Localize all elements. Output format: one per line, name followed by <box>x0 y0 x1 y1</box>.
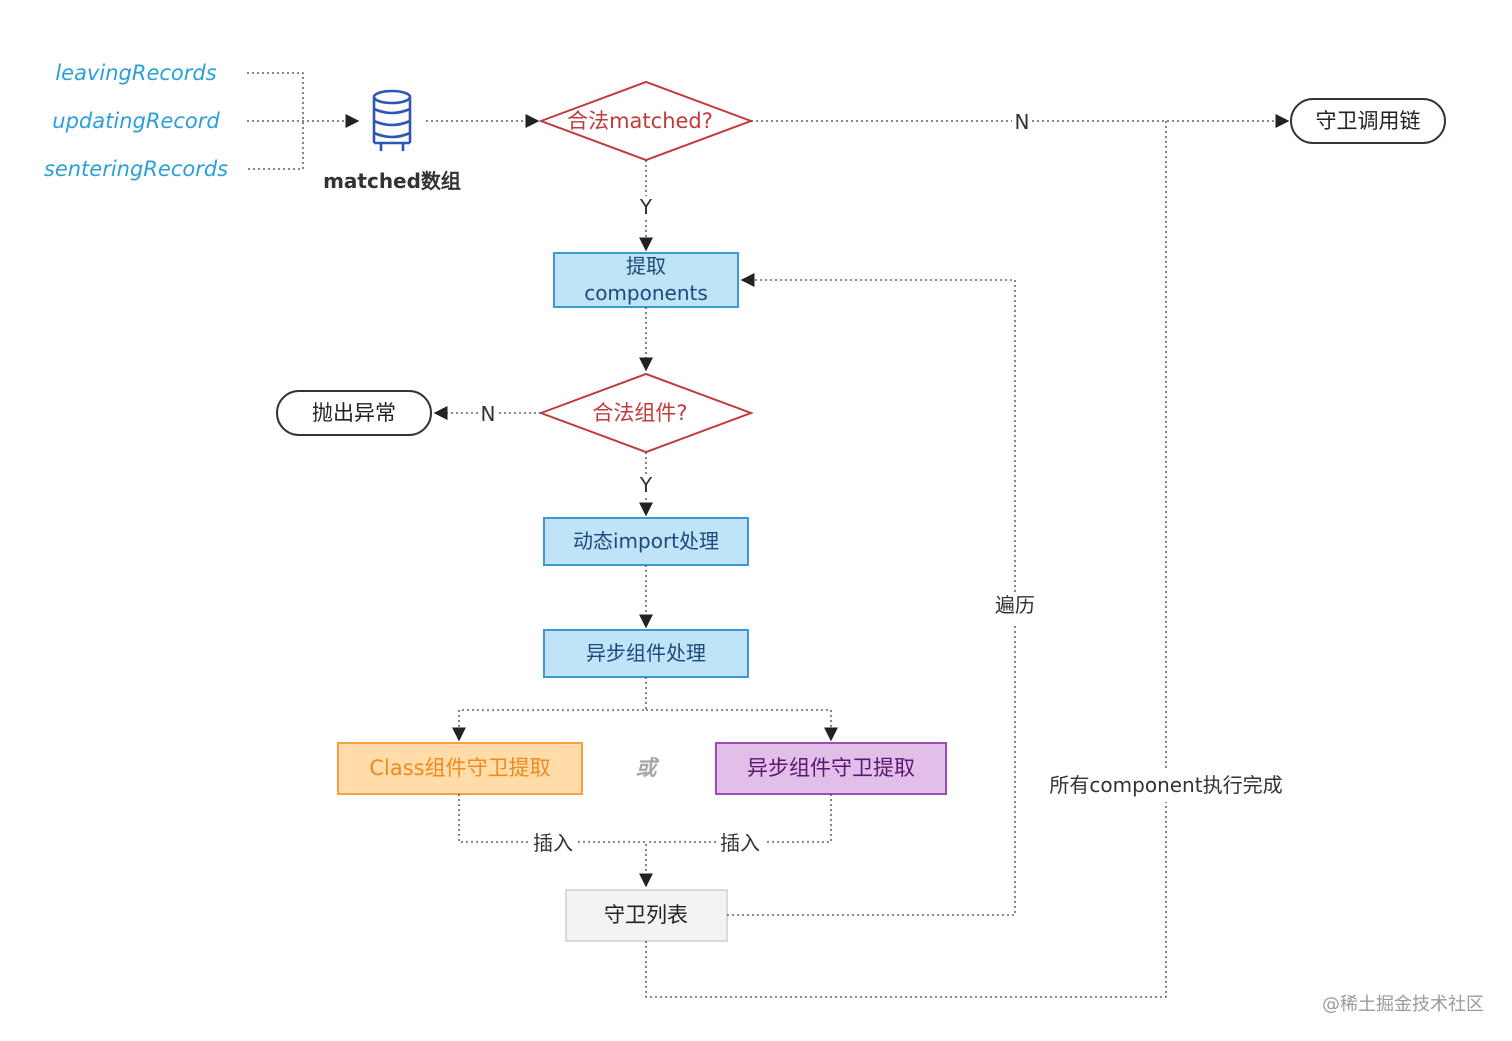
terminal-guard-chain <box>1290 98 1446 144</box>
edge-label-no-mid: N <box>481 402 496 426</box>
process-guard-list-label: 守卫列表 <box>604 903 688 927</box>
database-label: matched数组 <box>323 169 461 193</box>
input-entering-records: senteringRecords <box>44 157 228 181</box>
edge-label-yes-top: Y <box>639 195 653 219</box>
database-icon <box>372 89 412 151</box>
edge-label-insert-left: 插入 <box>533 831 573 855</box>
edge-label-traverse: 遍历 <box>995 593 1035 617</box>
edge-label-insert-right: 插入 <box>720 831 760 855</box>
edge-traverse-up-b <box>740 273 1016 592</box>
process-guard-list <box>565 889 728 942</box>
process-extract-components-line2: components <box>584 281 708 305</box>
terminal-guard-chain-label: 守卫调用链 <box>1316 109 1421 133</box>
process-class-guard-extract-label: Class组件守卫提取 <box>369 756 550 780</box>
input-updating-record: updatingRecord <box>52 109 220 133</box>
edge-async-to-class-guard <box>452 677 647 742</box>
process-class-guard-extract <box>337 742 583 795</box>
decision-component-valid-label: 合法组件? <box>592 401 687 425</box>
edge-async-to-async-guard <box>646 709 838 742</box>
process-dynamic-import-label: 动态import处理 <box>573 529 719 553</box>
decision-matched-valid-label: 合法matched? <box>567 109 713 133</box>
process-extract-components-line1: 提取 <box>626 254 666 278</box>
edge-traverse-up-a <box>727 624 1016 916</box>
edge-label-no-top: N <box>1015 110 1030 134</box>
edge-all-done-a <box>645 802 1167 998</box>
or-label: 或 <box>636 756 660 780</box>
edge-label-yes-mid: Y <box>639 473 653 497</box>
process-async-guard-extract-label: 异步组件守卫提取 <box>747 756 915 780</box>
edge-class-insert-a <box>458 794 528 843</box>
edge-label-all-done: 所有component执行完成 <box>1049 773 1282 797</box>
edge-inputs-bracket <box>247 72 304 170</box>
edge-class-insert-b <box>578 841 653 888</box>
process-async-component-label: 异步组件处理 <box>586 641 706 665</box>
terminal-throw-exception-label: 抛出异常 <box>312 401 396 425</box>
watermark: @稀土掘金技术社区 <box>1322 994 1484 1015</box>
input-leaving-records: leavingRecords <box>55 61 216 85</box>
decision-component-valid <box>538 372 754 454</box>
terminal-throw-exception <box>276 390 432 436</box>
edge-async-insert-a <box>764 794 832 843</box>
